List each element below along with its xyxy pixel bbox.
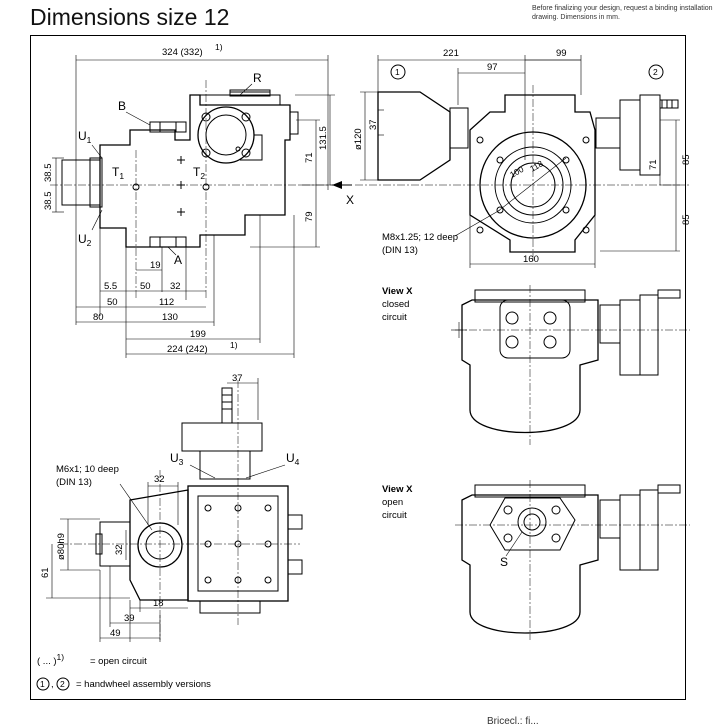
svg-text:closed: closed [382, 299, 409, 310]
svg-text:circuit: circuit [382, 312, 407, 323]
svg-text:1: 1 [40, 679, 45, 689]
svg-text:2: 2 [60, 679, 65, 689]
svg-text:,: , [51, 679, 54, 690]
view-x-closed: View X closed circuit [382, 285, 690, 445]
dim-50-upper: 50 [140, 281, 151, 292]
dim-324-footnote: 1) [215, 42, 223, 52]
dim-112: 112 [159, 297, 174, 308]
dim-99: 99 [556, 48, 567, 59]
dim-50-lower: 50 [107, 297, 118, 308]
view-x-arrow-label: X [346, 193, 354, 207]
page-title: Dimensions size 12 [30, 4, 230, 30]
svg-text:circuit: circuit [382, 510, 407, 521]
m6-thread-note: M6x1; 10 deep [56, 464, 119, 475]
view-x-open: View X open circuit S [382, 480, 690, 640]
side-view: 324 (332) 1) [43, 42, 354, 358]
front-view: 221 99 97 1 2 ø120 37 100 118 [353, 48, 692, 268]
label-U3: U3 [170, 451, 184, 467]
dim-79: 79 [304, 211, 315, 222]
dim-18: 18 [153, 598, 164, 609]
installation-note: Before finalizing your design, request a… [532, 5, 713, 21]
m8-thread-standard: (DIN 13) [382, 245, 418, 256]
dim-39: 39 [124, 613, 135, 624]
label-S: S [500, 555, 508, 569]
m6-thread-standard: (DIN 13) [56, 477, 92, 488]
dim-97: 97 [487, 62, 498, 73]
svg-text:open: open [382, 497, 403, 508]
dim-32-horizontal: 32 [154, 474, 165, 485]
label-U1: U1 [78, 129, 92, 145]
dim-38-5-top: 38.5 [43, 164, 54, 183]
dim-80: 80 [93, 312, 104, 323]
label-U4: U4 [286, 451, 300, 467]
legend-open-circuit-text: = open circuit [90, 656, 147, 667]
footer-text: Bricecl.: fi... [487, 716, 539, 727]
handwheel-version-1-marker [390, 64, 406, 80]
gauge-100: 100 [508, 164, 526, 180]
drawing-frame [30, 35, 686, 700]
dim-37-top: 37 [232, 373, 243, 384]
dim-80h9: ø80h9 [56, 533, 67, 560]
dim-160: 160 [523, 254, 539, 265]
gauge-118: 118 [528, 158, 545, 174]
label-A: A [174, 253, 182, 267]
dim-131-5: 131.5 [318, 126, 329, 150]
legend-handwheel-2-marker [56, 677, 70, 691]
dim-5-5: 5.5 [104, 281, 117, 292]
dim-221: 221 [443, 48, 459, 59]
dim-71-side: 71 [304, 152, 315, 163]
dim-224: 224 (242) [167, 344, 208, 355]
label-T2: T2 [193, 165, 205, 181]
dim-85-bottom: 85 [681, 214, 692, 225]
legend-handwheel-text: = handwheel assembly versions [76, 679, 211, 690]
dim-199: 199 [190, 329, 206, 340]
legend: ( ... )1) = open circuit 1 , 2 = handwhe… [36, 652, 211, 691]
dim-130: 130 [162, 312, 178, 323]
dim-61: 61 [40, 567, 51, 578]
label-U2: U2 [78, 232, 92, 248]
top-view: 37 U3 U4 M6x1; 10 deep (DIN 13) 32 32 [40, 373, 303, 642]
dim-32-vertical: 32 [114, 544, 125, 555]
svg-text:1: 1 [395, 67, 400, 77]
dim-32: 32 [170, 281, 181, 292]
m8-thread-note: M8x1.25; 12 deep [382, 232, 458, 243]
dim-19: 19 [150, 260, 161, 271]
label-T1: T1 [112, 165, 124, 181]
label-R: R [253, 71, 262, 85]
legend-open-circuit-prefix: ( ... )1) [37, 652, 64, 667]
dim-37-handwheel: 37 [368, 119, 379, 130]
svg-text:2: 2 [653, 67, 658, 77]
dim-71-front: 71 [648, 159, 659, 170]
dim-224-footnote: 1) [230, 340, 238, 350]
handwheel-version-2-marker [648, 64, 664, 80]
dim-49: 49 [110, 628, 121, 639]
dim-85-top: 85 [681, 154, 692, 165]
dim-38-5-bottom: 38.5 [43, 192, 54, 211]
dim-120-dia: ø120 [353, 128, 364, 150]
view-x-open-title: View X [382, 484, 413, 495]
view-x-closed-title: View X [382, 286, 413, 297]
legend-handwheel-1-marker [36, 677, 50, 691]
label-B: B [118, 99, 126, 113]
dim-324: 324 (332) [162, 47, 203, 58]
